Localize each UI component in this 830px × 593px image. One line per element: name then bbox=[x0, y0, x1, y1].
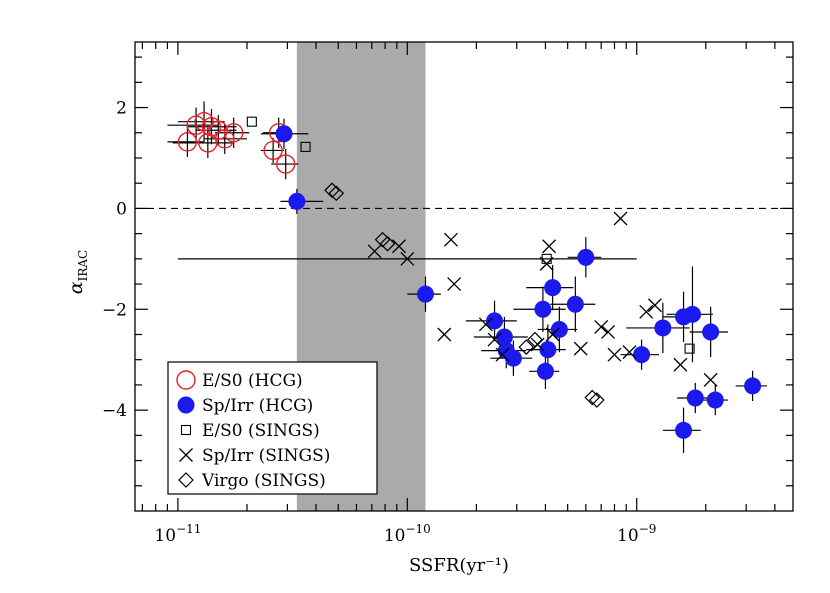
y-tick-label: −4 bbox=[102, 401, 127, 421]
x-tick-label-base: 10 bbox=[154, 526, 176, 546]
point-sp-irr-hcg bbox=[534, 300, 552, 318]
x-tick-label-exponent: −10 bbox=[405, 522, 430, 536]
point-sp-irr-sings bbox=[647, 298, 662, 313]
x-tick-label-exponent: −9 bbox=[639, 522, 657, 536]
point-virgo-sings bbox=[584, 389, 601, 406]
point-e-s0-hcg bbox=[223, 123, 244, 143]
legend-box bbox=[167, 361, 378, 495]
y-axis-label: αIRAC bbox=[65, 250, 90, 294]
point-virgo-sings bbox=[379, 235, 396, 252]
legend-label: Sp/Irr (SINGS) bbox=[202, 446, 330, 466]
point-sp-irr-sings bbox=[639, 304, 654, 319]
legend-label: Sp/Irr (HCG) bbox=[202, 396, 313, 416]
legend-symbol bbox=[176, 370, 196, 390]
point-sp-irr-sings bbox=[367, 244, 382, 259]
legend-symbol bbox=[180, 424, 192, 436]
point-sp-irr-sings bbox=[613, 211, 628, 226]
point-sp-irr-hcg bbox=[486, 312, 504, 330]
axis-ticks bbox=[135, 42, 793, 511]
legend-label: Virgo (SINGS) bbox=[201, 471, 326, 491]
point-sp-irr-sings bbox=[542, 239, 557, 254]
legend-label: E/S0 (SINGS) bbox=[202, 421, 320, 441]
y-tick-label: −2 bbox=[102, 300, 127, 320]
point-virgo-sings bbox=[527, 331, 543, 348]
point-sp-irr-hcg bbox=[544, 279, 562, 297]
x-tick-label: 10−10 bbox=[384, 522, 431, 546]
x-tick-label: 10−9 bbox=[617, 522, 656, 546]
point-sp-irr-hcg bbox=[416, 285, 434, 303]
point-sp-irr-hcg bbox=[686, 389, 704, 407]
plot-frame bbox=[134, 41, 794, 512]
point-sp-irr-hcg bbox=[744, 377, 762, 395]
point-sp-irr-hcg bbox=[654, 319, 672, 337]
point-sp-irr-hcg bbox=[706, 391, 724, 409]
point-e-s0-hcg bbox=[275, 154, 296, 174]
point-sp-irr-sings bbox=[703, 372, 718, 387]
point-sp-irr-hcg bbox=[495, 328, 513, 346]
point-sp-irr-hcg bbox=[702, 323, 720, 341]
point-sp-irr-sings bbox=[573, 341, 588, 356]
point-e-s0-hcg bbox=[177, 132, 198, 152]
point-sp-irr-sings bbox=[437, 327, 452, 342]
point-sp-irr-sings bbox=[622, 345, 637, 360]
x-tick-label-base: 10 bbox=[617, 526, 639, 546]
point-sp-irr-sings bbox=[444, 232, 458, 247]
point-virgo-sings bbox=[328, 185, 345, 202]
legend-symbol bbox=[177, 396, 195, 414]
point-sp-irr-sings bbox=[545, 327, 560, 342]
legend: E/S0 (HCG) Sp/Irr (HCG) E/S0 (SINGS) Sp/Irr… bbox=[167, 361, 378, 495]
point-sp-irr-hcg bbox=[536, 362, 554, 380]
legend-symbol bbox=[178, 472, 194, 488]
data-markers bbox=[177, 111, 762, 439]
point-sp-irr-hcg bbox=[275, 125, 293, 143]
legend-symbol bbox=[179, 448, 193, 462]
point-virgo-sings bbox=[518, 339, 535, 355]
point-sp-irr-hcg bbox=[566, 295, 584, 313]
point-sp-irr-hcg bbox=[683, 305, 701, 323]
y-tick-label: 0 bbox=[116, 199, 127, 219]
point-virgo-sings bbox=[588, 392, 605, 408]
point-sp-irr-sings bbox=[601, 325, 616, 339]
point-e-s0-sings bbox=[684, 343, 695, 354]
x-tick-label-exponent: −11 bbox=[176, 522, 201, 536]
point-e-s0-hcg bbox=[263, 140, 283, 161]
point-sp-irr-sings bbox=[392, 239, 406, 254]
point-sp-irr-hcg bbox=[633, 346, 651, 364]
y-axis-label-main: α bbox=[65, 281, 87, 294]
point-e-s0-sings bbox=[300, 141, 311, 152]
point-virgo-sings bbox=[324, 182, 340, 199]
x-tick-label: 10−11 bbox=[154, 522, 201, 546]
point-sp-irr-hcg bbox=[577, 248, 595, 266]
y-tick-label: 2 bbox=[116, 99, 127, 119]
point-sp-irr-sings bbox=[673, 357, 688, 372]
point-sp-irr-sings bbox=[495, 347, 510, 362]
point-sp-irr-hcg bbox=[550, 320, 568, 338]
point-sp-irr-hcg bbox=[675, 421, 693, 439]
legend-label: E/S0 (HCG) bbox=[202, 371, 303, 391]
svg-text:αIRAC: αIRAC bbox=[65, 250, 90, 294]
y-axis-label-sub: IRAC bbox=[76, 250, 90, 282]
point-sp-irr-sings bbox=[539, 256, 554, 271]
point-sp-irr-sings bbox=[594, 319, 609, 334]
point-e-s0-sings bbox=[246, 116, 257, 127]
point-sp-irr-sings bbox=[487, 332, 502, 347]
x-tick-label-base: 10 bbox=[384, 526, 406, 546]
point-sp-irr-hcg bbox=[504, 349, 522, 367]
point-sp-irr-hcg bbox=[539, 341, 557, 359]
point-sp-irr-sings bbox=[607, 347, 622, 362]
point-sp-irr-hcg bbox=[288, 192, 306, 210]
point-sp-irr-sings bbox=[447, 277, 462, 292]
point-sp-irr-sings bbox=[478, 317, 493, 332]
point-sp-irr-sings bbox=[400, 251, 415, 266]
x-axis-label: SSFR(yr⁻¹) bbox=[409, 555, 509, 576]
